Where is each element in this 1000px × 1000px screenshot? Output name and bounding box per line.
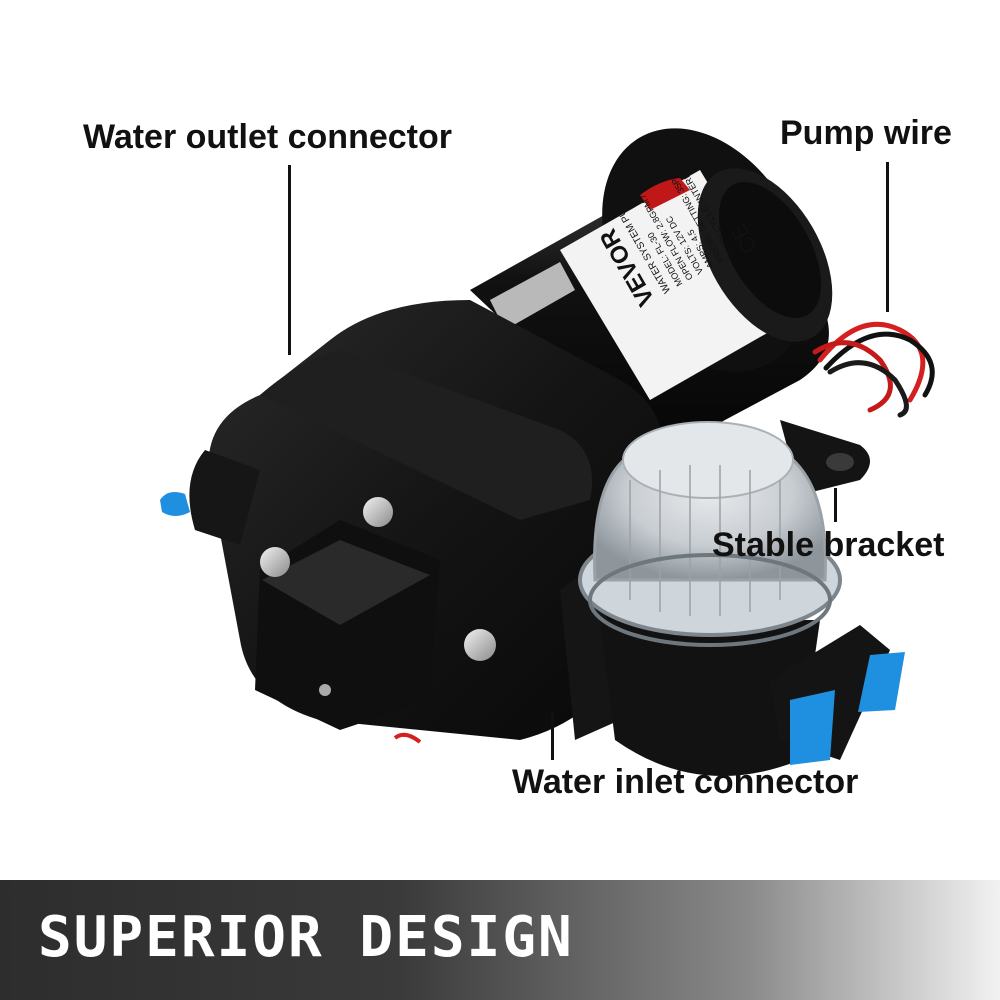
product-photo-area: VEVOR WATER SYSTEM PUMP MODEL: FL-30 OPE… — [83, 114, 952, 801]
pump-wires — [812, 321, 935, 418]
leader-water-outlet — [288, 165, 291, 355]
leader-pump-wire — [886, 162, 889, 312]
bottom-banner: SUPERIOR DESIGN — [0, 880, 1000, 1000]
callout-pump-wire: Pump wire — [780, 114, 952, 152]
banner-title: SUPERIOR DESIGN — [38, 905, 574, 970]
leader-water-inlet — [551, 712, 554, 760]
pump-head — [160, 300, 665, 744]
motor-housing — [470, 128, 833, 460]
water-pump-photo: VEVOR WATER SYSTEM PUMP MODEL: FL-30 OPE… — [160, 128, 935, 776]
callout-stable-bracket: Stable bracket — [712, 526, 945, 564]
leader-stable-bracket — [834, 488, 837, 522]
callout-water-outlet: Water outlet connector — [83, 118, 452, 156]
inlet-strainer — [560, 421, 905, 776]
callout-water-inlet: Water inlet connector — [512, 763, 859, 801]
